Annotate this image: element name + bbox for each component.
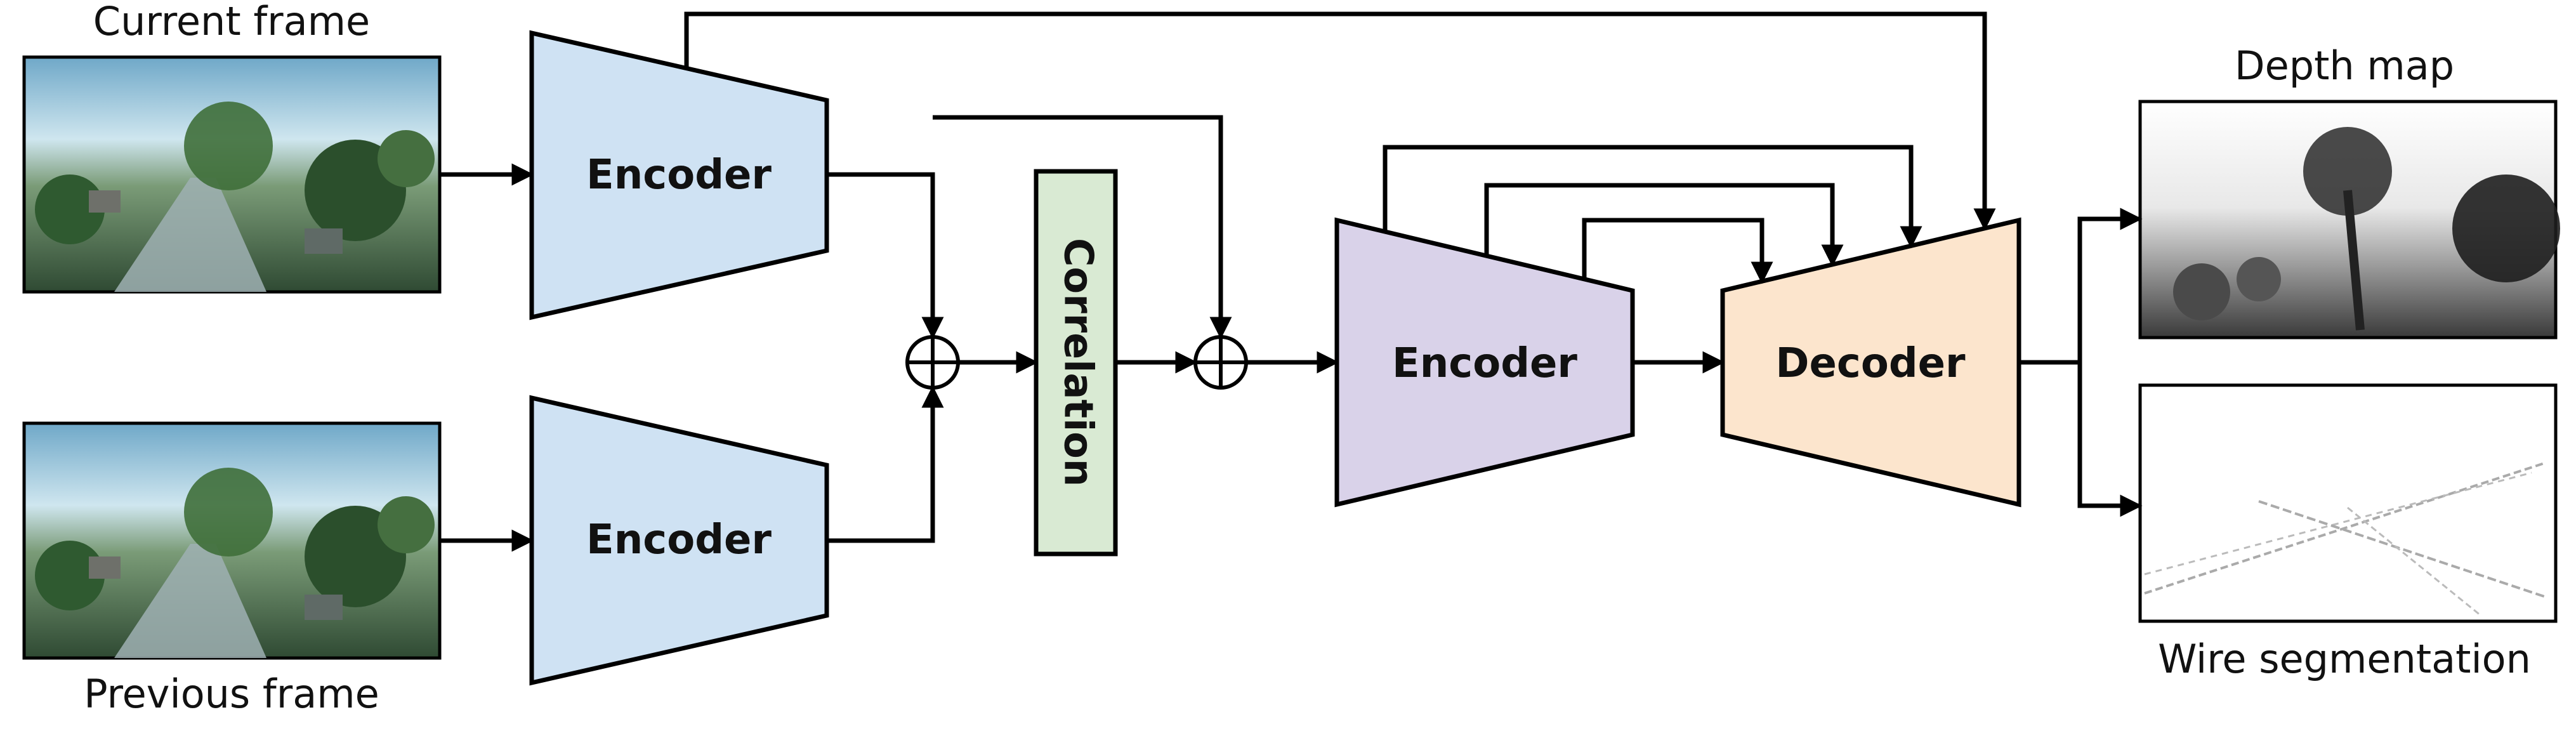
correlation-block — [1034, 169, 1118, 556]
encoder-fusion-label: Encoder — [1392, 340, 1577, 387]
encoder-top-block — [529, 30, 829, 320]
depth-map-image — [2138, 100, 2560, 339]
decoder-label: Decoder — [1775, 340, 1966, 387]
wire-segmentation-label: Wire segmentation — [2158, 636, 2531, 682]
depth-map-label: Depth map — [2235, 43, 2454, 89]
connectors — [440, 11, 2143, 552]
sum-node-1 — [905, 335, 960, 390]
previous-frame-label: Previous frame — [84, 671, 379, 717]
encoder-bottom-label: Encoder — [586, 517, 772, 563]
encoder-top-label: Encoder — [586, 152, 772, 199]
sum-node-2 — [1193, 335, 1248, 390]
current-frame-image — [22, 55, 442, 294]
encoder-fusion-block — [1334, 217, 1635, 508]
current-frame-label: Current frame — [93, 0, 370, 44]
correlation-label: Correlation — [1055, 238, 1101, 487]
previous-frame-image — [22, 421, 442, 660]
wire-segmentation-image — [2138, 383, 2558, 623]
encoder-bottom-block — [529, 395, 829, 686]
